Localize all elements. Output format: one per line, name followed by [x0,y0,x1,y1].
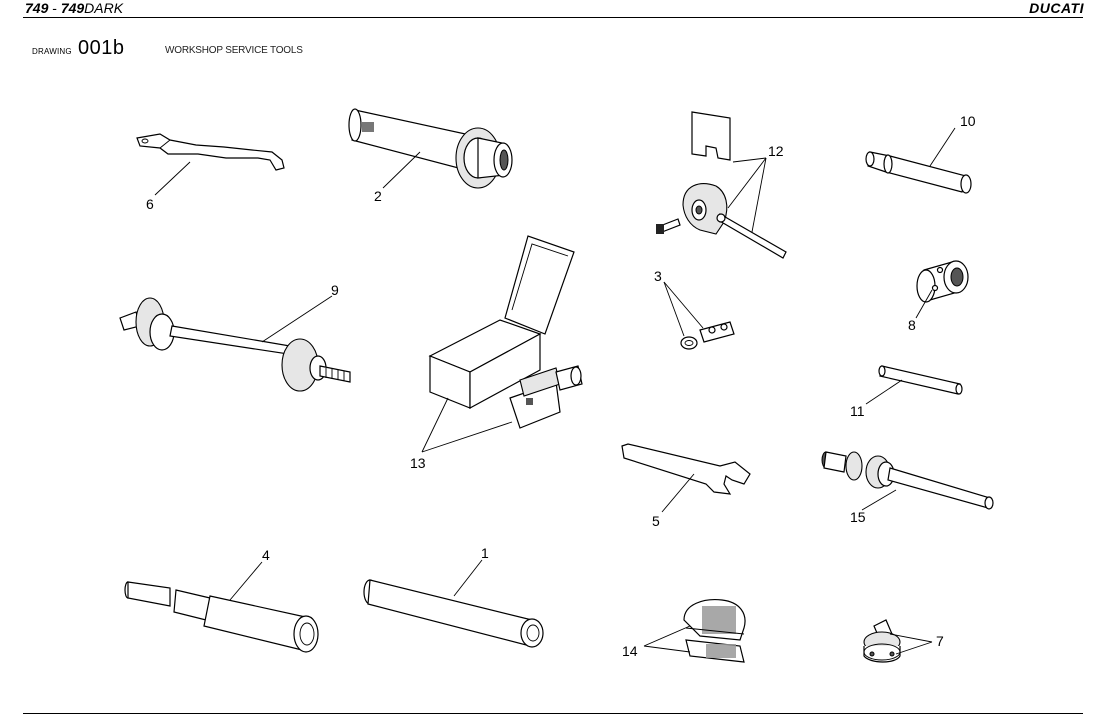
drawing-title: WORKSHOP SERVICE TOOLS [165,45,303,56]
leader-12c [732,157,767,163]
header-divider [23,17,1083,18]
leader-12a [727,157,767,209]
tool-7-adapter [863,619,901,663]
tool-14-split-bushing [683,599,746,663]
model-part-3: DARK [84,0,124,16]
leader-10 [929,127,956,167]
callout-12: 12 [768,143,784,159]
callout-13: 13 [410,455,426,471]
leader-13a [421,397,449,453]
callout-9: 9 [331,282,339,298]
callout-15: 15 [850,509,866,525]
model-separator: - [48,0,61,16]
leader-2 [382,151,421,189]
tool-8-collar [916,260,969,303]
callout-2: 2 [374,188,382,204]
callout-8: 8 [908,317,916,333]
callout-6: 6 [146,196,154,212]
brand-logo-text: DUCATI [1029,0,1084,16]
leader-3a [663,281,685,337]
callout-4: 4 [262,547,270,563]
leader-3b [663,281,704,329]
leader-6 [154,161,191,196]
leader-7b [895,641,933,655]
drawing-label: DRAWING [32,47,72,56]
callout-14: 14 [622,643,638,659]
leader-9 [261,295,333,343]
leader-7a [889,633,933,643]
tool-13-box-kit [428,235,583,429]
leader-8 [915,289,933,319]
leader-15 [861,489,897,511]
leader-1 [453,559,483,597]
tool-4-drift [124,581,319,653]
leader-5 [661,473,695,513]
leader-11 [865,379,903,405]
tool-12-gauge-kit [656,111,787,259]
callout-1: 1 [481,545,489,561]
callout-11: 11 [850,403,865,419]
model-part-2: 749 [60,0,85,16]
tool-3-chain-link [680,321,735,350]
tool-11-rod [878,365,963,395]
callout-10: 10 [960,113,976,129]
tool-1-tube [363,579,544,648]
leader-4 [229,561,263,601]
drawing-number: 001b [78,37,125,59]
tool-9-puller [119,297,351,392]
leader-14b [643,645,691,653]
tool-10-pin [865,151,972,194]
callout-5: 5 [652,513,660,529]
tool-15-puller-assembly [821,451,994,510]
tool-2-bushing-driver [348,108,513,189]
model-name: 749 - 749DARK [25,0,123,16]
page-header: 749 - 749DARK DUCATI [0,0,1110,18]
leader-13b [421,421,513,453]
leader-12b [751,157,767,233]
callout-7: 7 [936,633,944,649]
tool-6-hook-spanner [136,133,285,171]
model-part-1: 749 [25,0,49,16]
callout-3: 3 [654,268,662,284]
leader-14a [643,625,691,647]
tool-5-wrench [621,443,751,495]
